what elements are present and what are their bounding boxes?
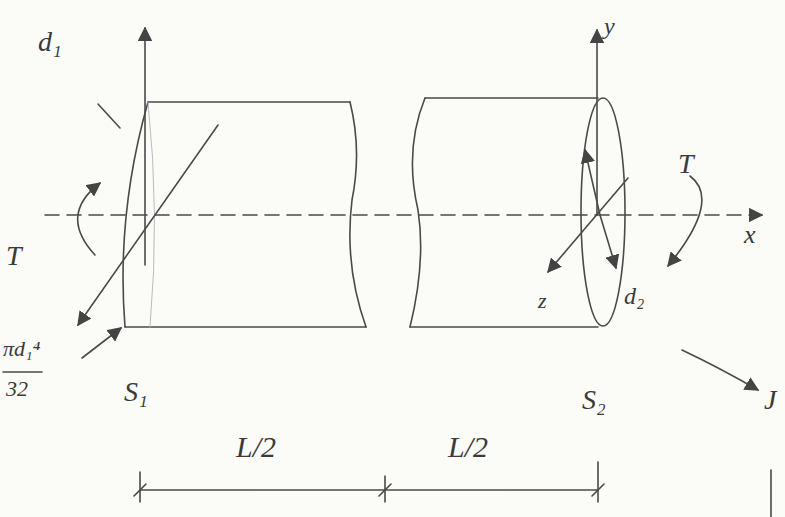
section-label: S₂	[582, 386, 606, 414]
y-axis	[596, 30, 598, 215]
inertia-label: J	[764, 386, 776, 414]
leader-line	[82, 328, 121, 358]
x-axis	[45, 214, 762, 216]
inertia-label: πd₁⁴	[3, 338, 40, 360]
dimension-tick	[134, 484, 604, 496]
shaft-edge	[148, 101, 350, 103]
leader-line	[98, 104, 120, 128]
dimension-label: L/2	[448, 432, 488, 462]
end-face	[581, 98, 625, 326]
z-axis	[548, 178, 628, 272]
shaft-edge	[125, 326, 366, 328]
torque-label: T	[678, 150, 694, 178]
extension-line	[140, 462, 598, 502]
end-face	[148, 102, 155, 327]
diameter-label: d₁	[38, 28, 62, 56]
break-line	[410, 98, 425, 327]
leader-line	[682, 350, 758, 390]
dimension-label: L/2	[236, 432, 276, 462]
shaft-edge	[410, 326, 598, 328]
torque-arrow	[668, 176, 702, 266]
margin-line	[770, 470, 772, 517]
axis-label: x	[744, 222, 756, 248]
section-label: S₁	[124, 378, 148, 406]
z-axis	[78, 125, 218, 325]
radius-arrow	[585, 150, 600, 215]
torque-arrow	[78, 183, 100, 255]
shaft-edge	[425, 97, 598, 99]
inertia-label: 32	[6, 378, 28, 400]
torque-label: T	[6, 242, 22, 270]
dimension-line	[140, 489, 598, 491]
axis-label: z	[538, 290, 547, 312]
fraction-bar	[3, 371, 42, 373]
radius-arrow	[600, 215, 616, 268]
diameter-label: d₂	[624, 284, 644, 308]
axis-label: y	[604, 14, 615, 38]
